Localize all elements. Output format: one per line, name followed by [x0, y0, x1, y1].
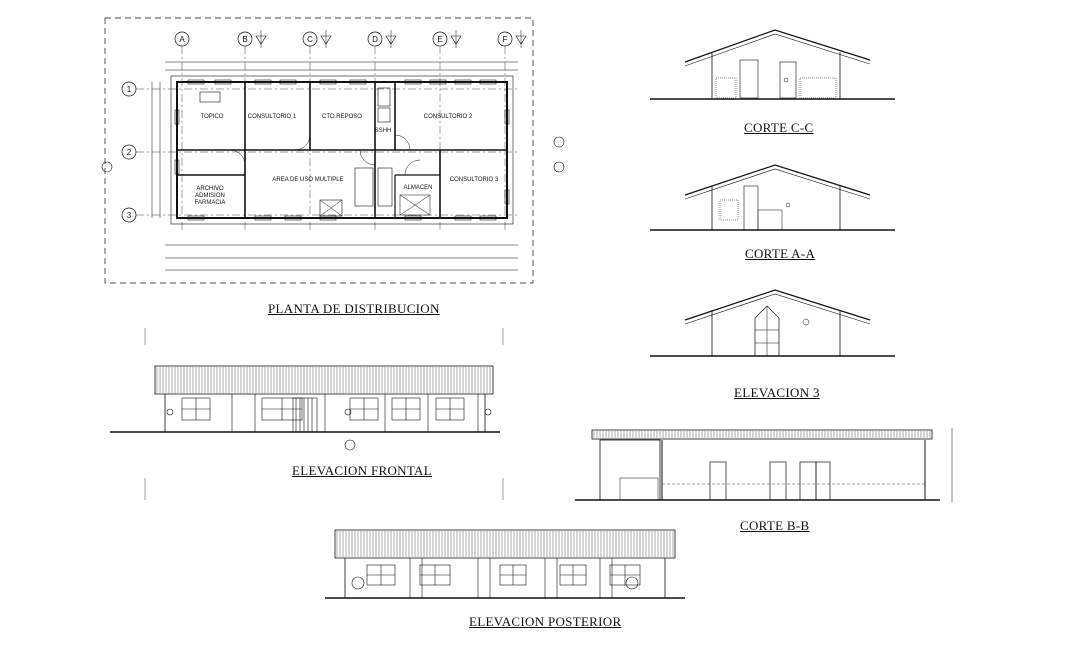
svg-text:B: B	[242, 35, 247, 44]
room-label-topico: TOPICO	[201, 114, 224, 120]
title-corte-aa: CORTE A-A	[745, 246, 816, 261]
room-label-almacen: ALMACEN	[403, 185, 432, 191]
section-bb	[575, 428, 953, 502]
title-elevacion-frontal: ELEVACION FRONTAL	[292, 463, 432, 478]
elevation-3	[650, 289, 895, 357]
rear-elevation	[325, 529, 685, 599]
room-label-consultorio1: CONSULTORIO 1	[248, 114, 297, 120]
svg-text:D: D	[372, 35, 378, 44]
svg-text:1: 1	[127, 85, 132, 94]
section-cc	[650, 29, 895, 100]
grid-bubble-col-a: A	[174, 31, 190, 47]
title-planta: PLANTA DE DISTRIBUCION	[268, 301, 440, 316]
title-corte-cc: CORTE C-C	[744, 120, 814, 135]
room-label-consultorio2: CONSULTORIO 2	[424, 114, 473, 120]
svg-text:CONSULTORIO 3: CONSULTORIO 3	[450, 177, 499, 183]
svg-text:A: A	[179, 35, 185, 44]
svg-text:CONSULTORIO 2: CONSULTORIO 2	[424, 114, 473, 120]
grid-bubble-col-e: E	[432, 31, 448, 47]
svg-text:C: C	[307, 35, 313, 44]
grid-bubble-row-1: 1	[121, 81, 137, 97]
svg-text:TOPICO: TOPICO	[201, 114, 224, 120]
grid-bubble-col-b: B	[237, 31, 253, 47]
svg-text:ALMACEN: ALMACEN	[403, 185, 432, 191]
room-label-area-uso: AREA DE USO MULTIPLE	[272, 177, 343, 183]
title-elevacion-3: ELEVACION 3	[734, 385, 820, 400]
grid-bubble-row-3: 3	[121, 207, 137, 223]
svg-text:CONSULTORIO 1: CONSULTORIO 1	[248, 114, 297, 120]
title-elevacion-posterior: ELEVACION POSTERIOR	[469, 614, 622, 629]
floor-plan	[101, 17, 565, 284]
grid-bubble-col-c: C	[302, 31, 318, 47]
grid-bubble-row-2: 2	[121, 144, 137, 160]
room-label-sshh: SSHH	[375, 128, 392, 134]
svg-text:F: F	[503, 35, 508, 44]
room-label-cto-reposo: CTO.REPOSO	[322, 114, 362, 120]
grid-bubble-col-f: F	[497, 31, 513, 47]
section-aa	[650, 164, 895, 231]
svg-text:E: E	[437, 35, 442, 44]
svg-text:3: 3	[127, 211, 132, 220]
title-corte-bb: CORTE B-B	[740, 518, 810, 533]
svg-text:2: 2	[127, 148, 132, 157]
svg-text:CTO.REPOSO: CTO.REPOSO	[322, 114, 362, 120]
grid-bubble-col-d: D	[367, 31, 383, 47]
front-elevation	[110, 328, 504, 500]
room-label-consultorio3: CONSULTORIO 3	[450, 177, 499, 183]
svg-text:SSHH: SSHH	[375, 128, 392, 134]
svg-text:AREA DE USO MULTIPLE: AREA DE USO MULTIPLE	[272, 177, 343, 183]
